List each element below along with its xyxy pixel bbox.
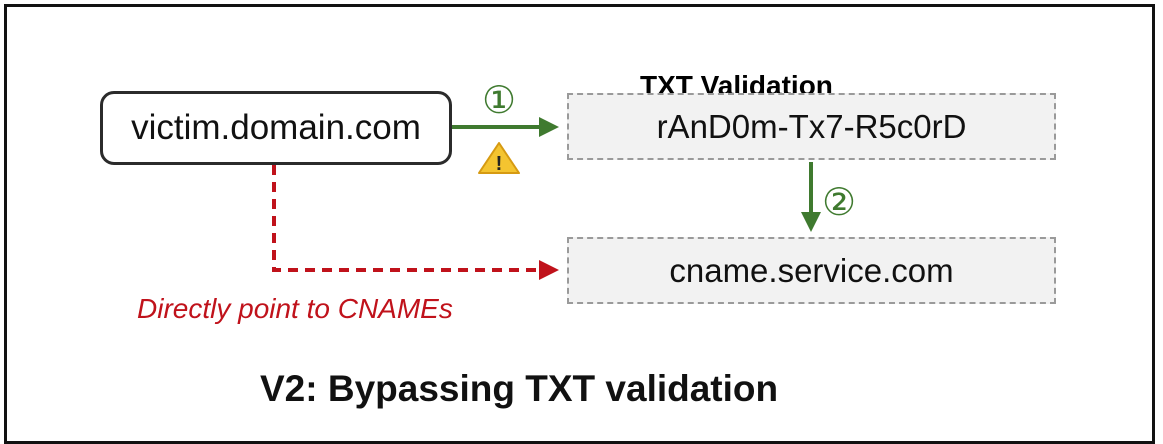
txt-record-node: rAnD0m-Tx7-R5c0rD <box>567 93 1056 160</box>
bypass-arrow <box>272 165 559 280</box>
warning-glyph: ! <box>496 153 503 175</box>
warning-icon: ! <box>478 142 520 175</box>
victim-domain-node: victim.domain.com <box>100 91 452 165</box>
cname-target-node: cname.service.com <box>567 237 1056 304</box>
step-one-marker: ① <box>482 78 517 122</box>
step-two-marker: ② <box>822 180 857 224</box>
bypass-label: Directly point to CNAMEs <box>137 293 453 324</box>
diagram-caption: V2: Bypassing TXT validation <box>260 368 779 409</box>
